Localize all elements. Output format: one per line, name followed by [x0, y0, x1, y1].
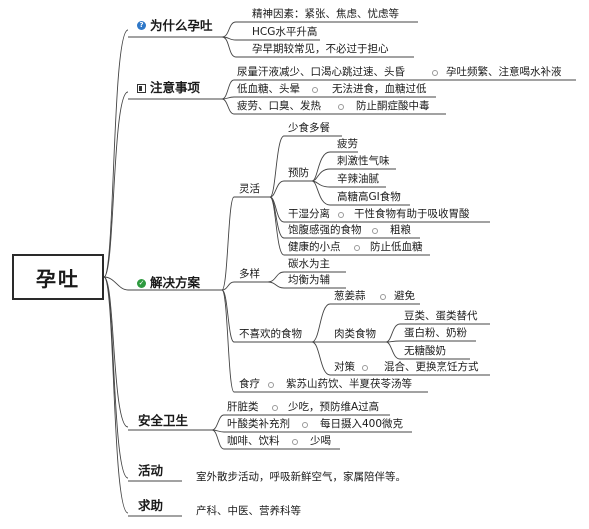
- notes-row3-b[interactable]: 防止酮症酸中毒: [356, 100, 430, 112]
- dislike-onion[interactable]: 葱姜蒜: [334, 290, 366, 302]
- branch-notes[interactable]: 注意事项: [150, 80, 201, 95]
- connector-root-why: [103, 29, 129, 278]
- variety-balance[interactable]: 均衡为辅: [288, 274, 330, 286]
- safety-folic-b[interactable]: 每日摄入400微克: [320, 418, 404, 430]
- branch-activity[interactable]: 活动: [138, 463, 164, 478]
- safety-folic-a[interactable]: 叶酸类补充剂: [227, 418, 290, 430]
- flex-dry-b[interactable]: 干性食物有助于吸收胃酸: [354, 208, 470, 220]
- notes-row2-a[interactable]: 低血糖、头晕: [237, 83, 300, 95]
- solution-dislike[interactable]: 不喜欢的食物: [239, 328, 302, 340]
- link-arrow-icon: [372, 228, 378, 234]
- branch-safety[interactable]: 安全卫生: [138, 413, 189, 428]
- note-icon: [137, 84, 146, 93]
- solution-variety[interactable]: 多样: [239, 268, 260, 280]
- flex-dry-a[interactable]: 干湿分离: [288, 208, 330, 220]
- activity-detail[interactable]: 室外散步活动，呼吸新鲜空气，家属陪伴等。: [196, 471, 406, 483]
- flex-few-meals[interactable]: 少食多餐: [288, 122, 330, 134]
- link-arrow-icon: [268, 382, 274, 388]
- link-arrow-icon: [272, 405, 278, 411]
- flex-full-a[interactable]: 饱腹感强的食物: [288, 224, 362, 236]
- link-arrow-icon: [312, 87, 318, 93]
- link-arrow-icon: [380, 294, 386, 300]
- dislike-meat[interactable]: 肉类食物: [334, 328, 376, 340]
- branch-why[interactable]: 为什么孕吐: [150, 18, 213, 33]
- why-item-3[interactable]: 孕早期较常见，不必过于担心: [252, 43, 389, 55]
- meat-item-1[interactable]: 豆类、蛋类替代: [404, 310, 478, 322]
- solution-flex[interactable]: 灵活: [239, 183, 260, 195]
- notes-row3-a[interactable]: 疲劳、口臭、发热: [237, 100, 321, 112]
- notes-row2-b[interactable]: 无法进食，血糖过低: [332, 83, 427, 95]
- prevent-item-2[interactable]: 刺激性气味: [337, 155, 390, 167]
- root-label: 孕吐: [36, 266, 80, 291]
- root-node[interactable]: 孕吐: [12, 254, 104, 300]
- meat-item-2[interactable]: 蛋白粉、奶粉: [404, 327, 467, 339]
- variety-carb[interactable]: 碳水为主: [288, 258, 330, 270]
- why-item-2[interactable]: HCG水平升高: [252, 26, 318, 38]
- flex-snack-a[interactable]: 健康的小点: [288, 241, 341, 253]
- check-icon: ✓: [137, 279, 146, 288]
- notes-row1-b[interactable]: 孕吐频繁、注意喝水补液: [446, 66, 562, 78]
- link-arrow-icon: [338, 104, 344, 110]
- strategy-detail[interactable]: 混合、更换烹饪方式: [384, 361, 479, 373]
- safety-coffee-a[interactable]: 咖啡、饮料: [227, 435, 280, 447]
- dislike-strategy[interactable]: 对策: [334, 361, 355, 373]
- link-arrow-icon: [302, 422, 308, 428]
- prevent-item-3[interactable]: 辛辣油腻: [337, 173, 379, 185]
- branch-help[interactable]: 求助: [138, 498, 164, 513]
- link-arrow-icon: [292, 439, 298, 445]
- connector-root-notes: [103, 91, 129, 278]
- connector-root-solution: [103, 276, 129, 291]
- link-arrow-icon: [354, 245, 360, 251]
- solution-diet[interactable]: 食疗: [239, 378, 260, 390]
- meat-item-3[interactable]: 无糖酸奶: [404, 345, 446, 357]
- prevent-item-4[interactable]: 高糖高GI食物: [337, 191, 401, 203]
- connector-root-help: [103, 276, 129, 514]
- prevent-item-1[interactable]: 疲劳: [337, 138, 358, 150]
- flex-prevent[interactable]: 预防: [288, 167, 309, 179]
- branch-solution[interactable]: 解决方案: [150, 275, 201, 290]
- link-arrow-icon: [362, 365, 368, 371]
- diet-detail[interactable]: 紫苏山药饮、半夏茯苓汤等: [286, 378, 412, 390]
- link-arrow-icon: [338, 212, 344, 218]
- notes-row1-a[interactable]: 尿量汗液减少、口渴心跳过速、头昏: [237, 66, 405, 78]
- flex-snack-b[interactable]: 防止低血糖: [370, 241, 423, 253]
- dislike-avoid[interactable]: 避免: [394, 290, 415, 302]
- question-icon: ?: [137, 21, 146, 30]
- safety-liver-b[interactable]: 少吃，预防维A过高: [288, 401, 380, 413]
- link-arrow-icon: [432, 70, 438, 76]
- safety-liver-a[interactable]: 肝脏类: [227, 401, 259, 413]
- safety-coffee-b[interactable]: 少喝: [310, 435, 331, 447]
- help-detail[interactable]: 产科、中医、营养科等: [196, 505, 301, 517]
- why-item-1[interactable]: 精神因素：紧张、焦虑、忧虑等: [252, 8, 399, 20]
- flex-full-b[interactable]: 粗粮: [390, 224, 411, 236]
